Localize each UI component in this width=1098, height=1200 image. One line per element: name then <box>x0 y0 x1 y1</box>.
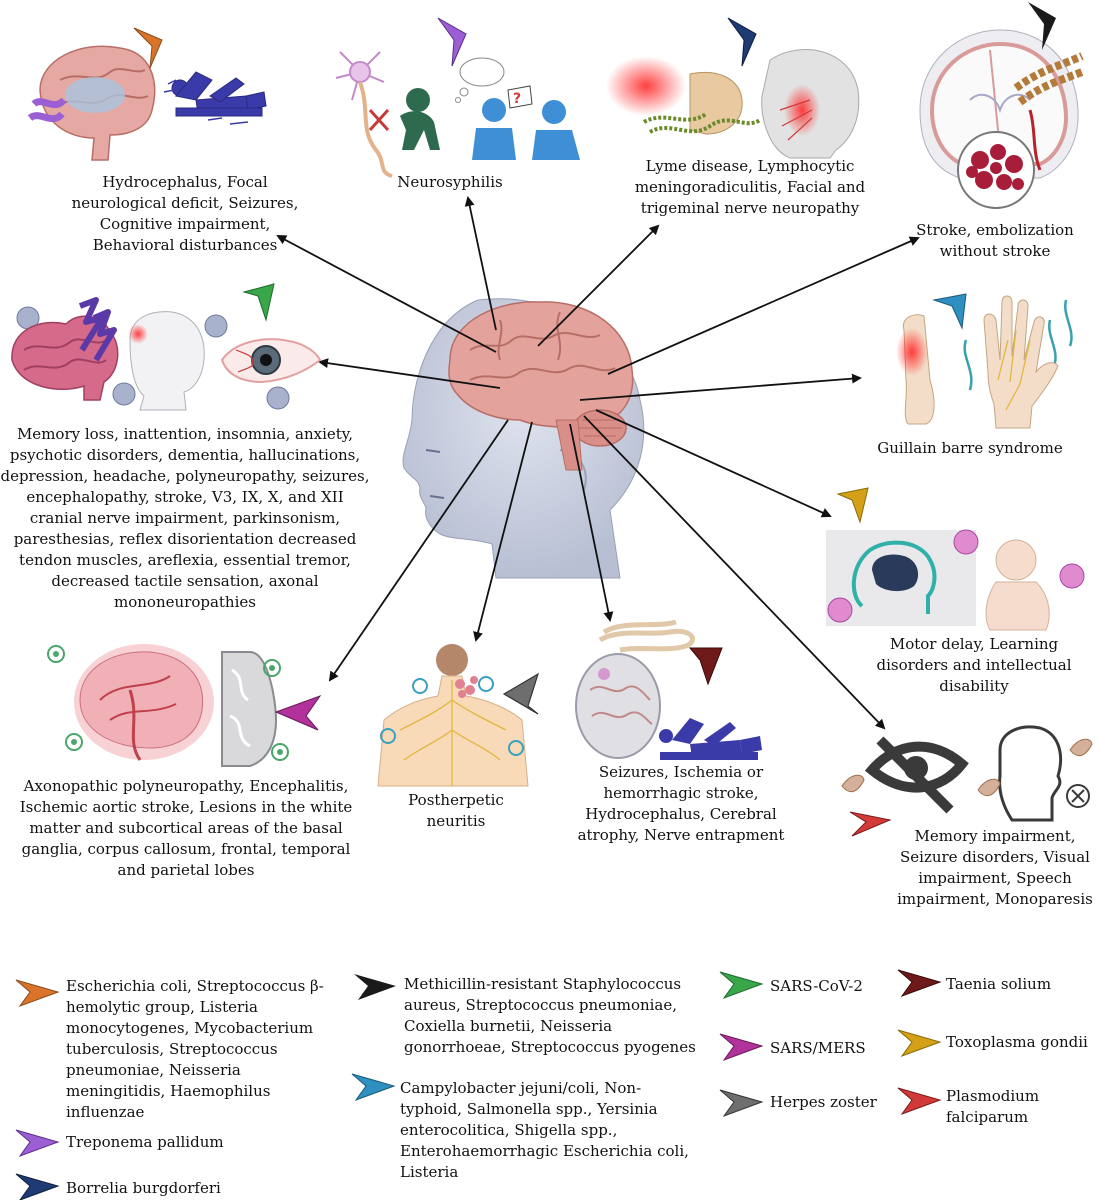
chevron-gold-icon <box>836 487 869 524</box>
legend-chevron-green-icon <box>719 971 764 1000</box>
malaria-illustration <box>841 725 1093 837</box>
chevron-purple-icon <box>437 17 467 67</box>
central-head-icon <box>402 298 645 579</box>
caption-toxoplasma: Motor delay, Learning disorders and inte… <box>876 635 1072 695</box>
legend-item-magenta: SARS/MERS <box>770 1039 866 1057</box>
guillain-illustration <box>896 293 1073 429</box>
chevron-magenta-icon <box>274 694 322 731</box>
legend-item-purple: Treponema pallidum <box>66 1133 224 1151</box>
caption-herpes: Postherpetic neuritis <box>408 791 504 830</box>
caption-lyme: Lyme disease, Lymphocytic meningoradicul… <box>634 157 866 217</box>
legend-item-orange: Escherichia coli, Streptococcus β-hemoly… <box>66 977 324 1121</box>
caption-bacterial-meningitis: Hydrocephalus, Focal neurological defici… <box>71 173 299 254</box>
caption-guillain: Guillain barre syndrome <box>877 439 1063 457</box>
legend-item-teal: Campylobacter jejuni/coli, Non-typhoid, … <box>400 1079 689 1181</box>
stroke-illustration <box>919 2 1084 209</box>
legend-item-navy: Borrelia burgdorferi <box>66 1179 221 1197</box>
legend-item-red: Plasmodium falciparum <box>946 1087 1040 1126</box>
legend-chevron-gold-icon <box>897 1029 942 1058</box>
chevron-orange-icon <box>133 27 163 69</box>
chevron-red-icon <box>849 811 892 837</box>
neurosyphilis-illustration: ? <box>335 17 580 178</box>
bacterial-meningitis-illustration <box>27 27 267 161</box>
toxoplasma-illustration <box>826 487 1085 631</box>
legend-chevron-purple-icon <box>15 1129 60 1158</box>
taenia-illustration <box>575 619 762 760</box>
legend-chevron-maroon-icon <box>897 969 942 998</box>
legend-chevron-black-icon <box>354 974 396 1000</box>
chevron-black-icon <box>1028 2 1056 50</box>
caption-taenia: Seizures, Ischemia or hemorrhagic stroke… <box>577 763 785 844</box>
legend-chevron-navy-icon <box>15 1173 60 1200</box>
legend-item-maroon: Taenia solium <box>946 975 1052 993</box>
legend-chevron-teal-icon <box>351 1073 396 1102</box>
legend-item-black: Methicillin-resistant Staphylococcus aur… <box>404 975 696 1056</box>
chevron-green-icon <box>242 283 275 322</box>
covid-illustration <box>11 283 322 411</box>
caption-sars-mers: Axonopathic polyneuropathy, Encephalitis… <box>19 777 353 879</box>
caption-covid: Memory loss, inattention, insomnia, anxi… <box>0 425 370 611</box>
caption-neurosyphilis: Neurosyphilis <box>397 173 503 191</box>
chevron-navy-icon <box>727 17 757 67</box>
lyme-illustration <box>606 17 860 159</box>
connector-arrows <box>276 196 920 730</box>
chevron-gray-icon <box>502 672 540 715</box>
legend-chevron-magenta-icon <box>719 1033 764 1062</box>
legend-chevrons <box>15 969 942 1200</box>
caption-stroke: Stroke, embolization without stroke <box>916 221 1074 260</box>
caption-malaria: Memory impairment, Seizure disorders, Vi… <box>897 827 1093 908</box>
legend-chevron-red-icon <box>897 1087 942 1116</box>
legend-chevron-orange-icon <box>15 979 60 1008</box>
legend-chevron-gray-icon <box>719 1089 764 1118</box>
herpes-illustration <box>377 644 540 787</box>
legend-item-gold: Toxoplasma gondii <box>946 1033 1088 1051</box>
legend-item-gray: Herpes zoster <box>770 1093 877 1111</box>
chevron-maroon-icon <box>688 647 723 686</box>
legend-item-green: SARS-CoV-2 <box>770 977 863 995</box>
sars-mers-illustration <box>47 644 322 767</box>
svg-text:?: ? <box>513 91 521 107</box>
chevron-teal-icon <box>932 293 967 330</box>
